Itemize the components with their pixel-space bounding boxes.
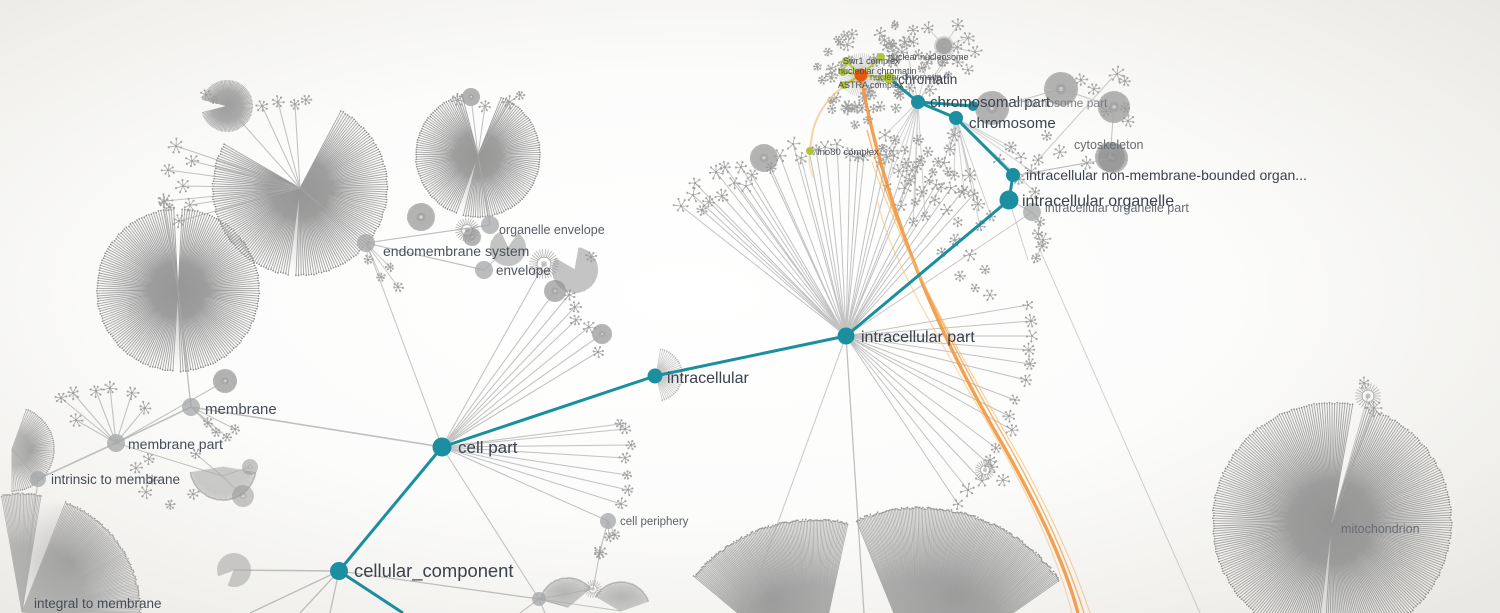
svg-text:intracellular part: intracellular part: [861, 329, 975, 346]
svg-text:cytoskeleton: cytoskeleton: [1074, 138, 1144, 152]
svg-text:mitochondrion: mitochondrion: [1341, 522, 1420, 536]
svg-text:chromatin: chromatin: [898, 72, 957, 87]
svg-text:membrane part: membrane part: [128, 436, 223, 452]
svg-text:nucleolar chromatin: nucleolar chromatin: [838, 66, 917, 76]
svg-text:organelle envelope: organelle envelope: [499, 223, 605, 237]
svg-text:cellular_component: cellular_component: [354, 560, 513, 582]
svg-text:chromosomal part: chromosomal part: [930, 94, 1051, 111]
svg-text:nuclear nucleosome: nuclear nucleosome: [888, 52, 969, 62]
svg-text:Swr1 complex: Swr1 complex: [843, 56, 900, 66]
svg-text:membrane: membrane: [205, 401, 277, 418]
svg-text:intrinsic to membrane: intrinsic to membrane: [51, 472, 180, 487]
svg-text:chromosome part: chromosome part: [1014, 96, 1108, 110]
svg-text:Ino80 complex: Ino80 complex: [817, 147, 879, 158]
svg-text:envelope: envelope: [496, 263, 551, 278]
svg-text:ASTRA complex: ASTRA complex: [838, 80, 904, 90]
svg-text:intracellular organelle: intracellular organelle: [1022, 193, 1174, 210]
svg-text:integral to membrane: integral to membrane: [34, 596, 162, 611]
svg-text:cell periphery: cell periphery: [620, 516, 689, 528]
svg-text:intracellular: intracellular: [667, 370, 749, 387]
svg-text:chromosome: chromosome: [969, 115, 1056, 132]
svg-text:intracellular non-membrane-bou: intracellular non-membrane-bounded organ…: [1026, 167, 1307, 183]
svg-text:cell part: cell part: [458, 438, 518, 457]
svg-text:endomembrane system: endomembrane system: [383, 243, 529, 259]
svg-text:nuclear chromatin: nuclear chromatin: [870, 72, 942, 82]
svg-text:intracellular organelle part: intracellular organelle part: [1045, 201, 1189, 215]
